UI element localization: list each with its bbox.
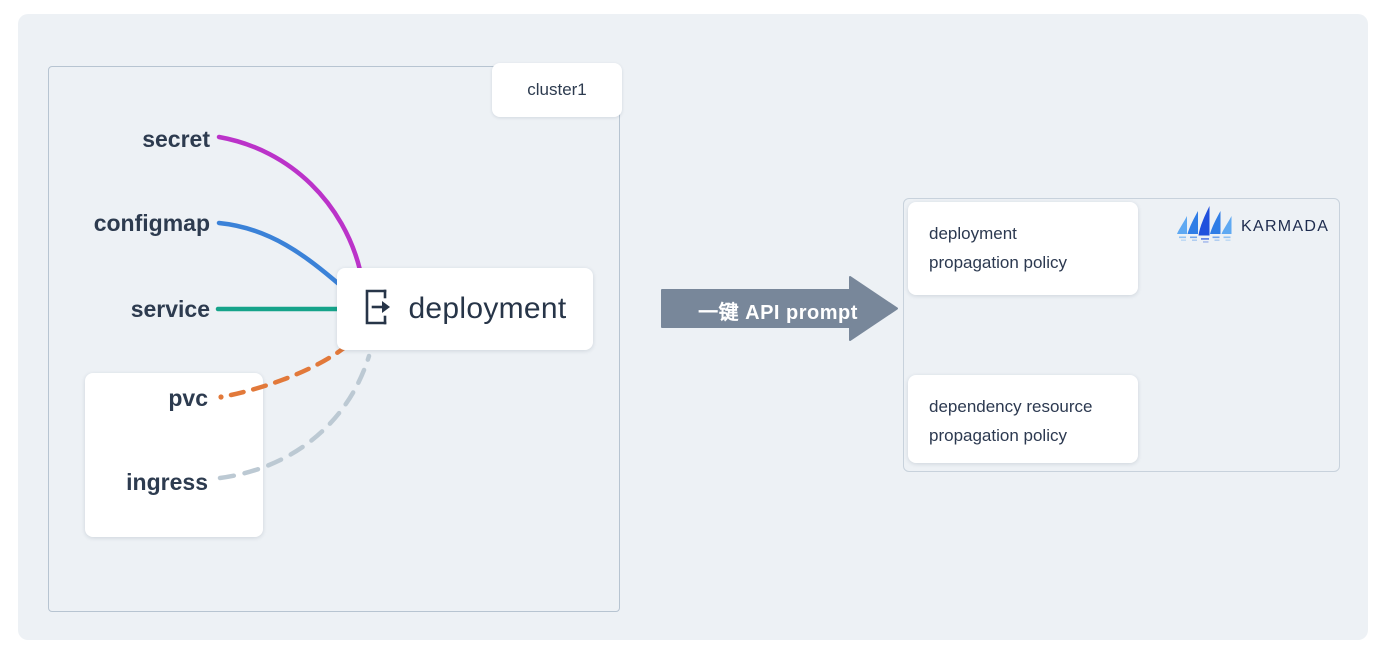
karmada-box bbox=[903, 198, 1340, 472]
cluster-name-badge: cluster1 bbox=[492, 63, 622, 117]
cluster-box bbox=[48, 66, 620, 612]
policy-card-line: dependency resource bbox=[929, 397, 1093, 416]
karmada-logo-text: KARMADA bbox=[1241, 218, 1330, 235]
api-prompt-arrow-label: 一键 API prompt bbox=[698, 302, 858, 324]
deployment-label: deployment bbox=[408, 292, 567, 325]
box-arrow-right-icon bbox=[363, 288, 393, 331]
node-label-secret: secret bbox=[142, 126, 210, 152]
node-label-pvc: pvc bbox=[168, 385, 208, 411]
deployment-propagation-policy-card: deployment propagation policy bbox=[908, 202, 1138, 295]
dependency-propagation-policy-card: dependency resource propagation policy bbox=[908, 375, 1138, 463]
node-label-ingress: ingress bbox=[126, 469, 208, 495]
node-label-service: service bbox=[130, 296, 210, 322]
node-label-configmap: configmap bbox=[93, 210, 210, 236]
deployment-node: deployment bbox=[337, 268, 593, 350]
karmada-logo: KARMADA bbox=[1176, 205, 1334, 249]
policy-card-line: propagation policy bbox=[929, 253, 1067, 272]
policy-card-line: deployment bbox=[929, 224, 1017, 243]
policy-card-line: propagation policy bbox=[929, 426, 1067, 445]
karmada-sails-icon bbox=[1176, 205, 1234, 249]
cluster-name-label: cluster1 bbox=[527, 80, 587, 99]
